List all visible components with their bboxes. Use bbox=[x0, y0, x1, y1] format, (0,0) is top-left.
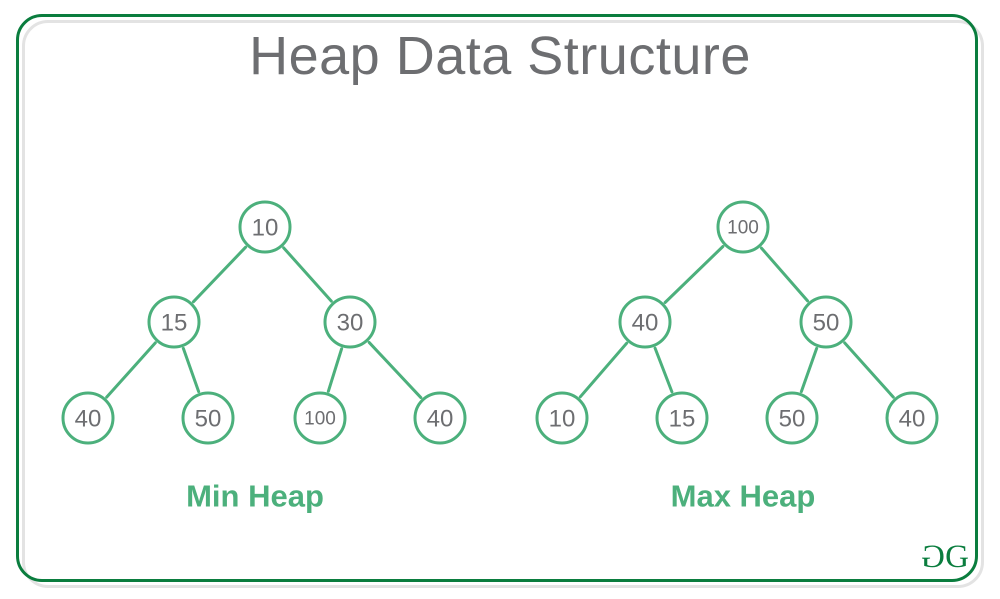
node-circle bbox=[181, 391, 235, 445]
tree-edge bbox=[191, 245, 248, 304]
node-value: 15 bbox=[669, 406, 696, 433]
labels-layer: Min Heap Max Heap bbox=[186, 479, 815, 514]
nodes-layer: 10 15 30 40 50 100 40 100 40 50 10 15 50 40 bbox=[61, 200, 939, 445]
node-circle bbox=[293, 391, 347, 445]
tree-edge bbox=[367, 340, 423, 400]
node-value: 15 bbox=[161, 310, 188, 337]
node-circle bbox=[147, 295, 201, 349]
node-circle bbox=[655, 391, 709, 445]
edges-layer bbox=[105, 244, 895, 400]
tree-node: 100 bbox=[293, 391, 347, 445]
page-title: Heap Data Structure bbox=[249, 26, 751, 86]
tree-node: 15 bbox=[147, 295, 201, 349]
tree-node: 50 bbox=[765, 391, 819, 445]
tree-edge bbox=[105, 341, 157, 399]
node-circle bbox=[885, 391, 939, 445]
node-circle bbox=[323, 295, 377, 349]
node-circle bbox=[716, 200, 770, 254]
logo-left-glyph: G bbox=[924, 539, 946, 575]
node-value: 50 bbox=[779, 406, 806, 433]
tree-node: 50 bbox=[181, 391, 235, 445]
tree-edge bbox=[578, 341, 629, 399]
node-circle bbox=[618, 295, 672, 349]
logo-right-glyph: G bbox=[945, 539, 969, 575]
node-value: 100 bbox=[304, 409, 336, 430]
node-circle bbox=[61, 391, 115, 445]
tree-node: 30 bbox=[323, 295, 377, 349]
tree-node: 40 bbox=[885, 391, 939, 445]
node-value: 30 bbox=[337, 310, 364, 337]
node-circle bbox=[799, 295, 853, 349]
tree-edge bbox=[326, 347, 344, 393]
tree-edge bbox=[799, 346, 819, 394]
tree-node: 40 bbox=[413, 391, 467, 445]
tree-node: 100 bbox=[716, 200, 770, 254]
node-value: 40 bbox=[632, 310, 659, 337]
max-heap-label: Max Heap bbox=[671, 479, 816, 514]
node-circle bbox=[535, 391, 589, 445]
tree-edge bbox=[759, 246, 810, 303]
tree-edge bbox=[843, 341, 895, 399]
geeksforgeeks-logo: GG bbox=[924, 539, 969, 575]
node-value: 10 bbox=[549, 406, 576, 433]
node-value: 40 bbox=[75, 406, 102, 433]
node-value: 40 bbox=[427, 406, 454, 433]
tree-edge bbox=[653, 346, 674, 394]
tree-edge bbox=[663, 244, 725, 305]
tree-node: 10 bbox=[535, 391, 589, 445]
node-value: 50 bbox=[813, 310, 840, 337]
frame-border bbox=[16, 14, 978, 582]
tree-node: 10 bbox=[238, 200, 292, 254]
node-value: 40 bbox=[899, 406, 926, 433]
node-value: 100 bbox=[727, 218, 759, 239]
tree-node: 15 bbox=[655, 391, 709, 445]
min-heap-label: Min Heap bbox=[186, 479, 324, 514]
tree-node: 40 bbox=[618, 295, 672, 349]
tree-edge bbox=[282, 246, 333, 303]
node-circle bbox=[238, 200, 292, 254]
node-circle bbox=[413, 391, 467, 445]
tree-edge bbox=[181, 346, 201, 394]
node-value: 10 bbox=[252, 215, 279, 242]
tree-node: 50 bbox=[799, 295, 853, 349]
tree-node: 40 bbox=[61, 391, 115, 445]
node-value: 50 bbox=[195, 406, 222, 433]
node-circle bbox=[765, 391, 819, 445]
